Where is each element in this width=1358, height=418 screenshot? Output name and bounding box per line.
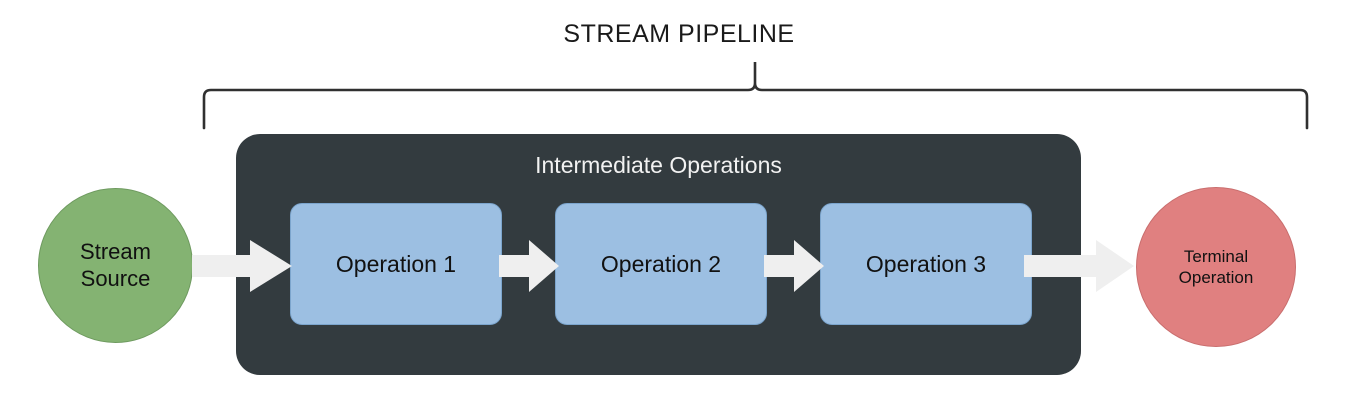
stream-source-label-line1: Stream — [80, 238, 151, 264]
operation-box-2[interactable]: Operation 2 — [555, 203, 767, 325]
stream-source-node[interactable]: Stream Source — [38, 188, 193, 343]
page-title: STREAM PIPELINE — [563, 20, 795, 48]
intermediate-operations-panel: Intermediate Operations Operation 1 Oper… — [236, 134, 1081, 375]
operation-label-3: Operation 3 — [865, 250, 987, 277]
operation-box-3[interactable]: Operation 3 — [820, 203, 1032, 325]
terminal-operation-label-line2: Operation — [1178, 268, 1254, 287]
operation-label-2: Operation 2 — [600, 250, 722, 277]
operation-box-1[interactable]: Operation 1 — [290, 203, 502, 325]
terminal-operation-label-line1: Terminal — [1183, 246, 1249, 266]
intermediate-operations-title: Intermediate Operations — [535, 152, 782, 178]
stream-source-label-line2: Source — [80, 265, 151, 291]
operation-label-1: Operation 1 — [335, 250, 457, 277]
terminal-operation-node[interactable]: Terminal Operation — [1136, 187, 1296, 347]
